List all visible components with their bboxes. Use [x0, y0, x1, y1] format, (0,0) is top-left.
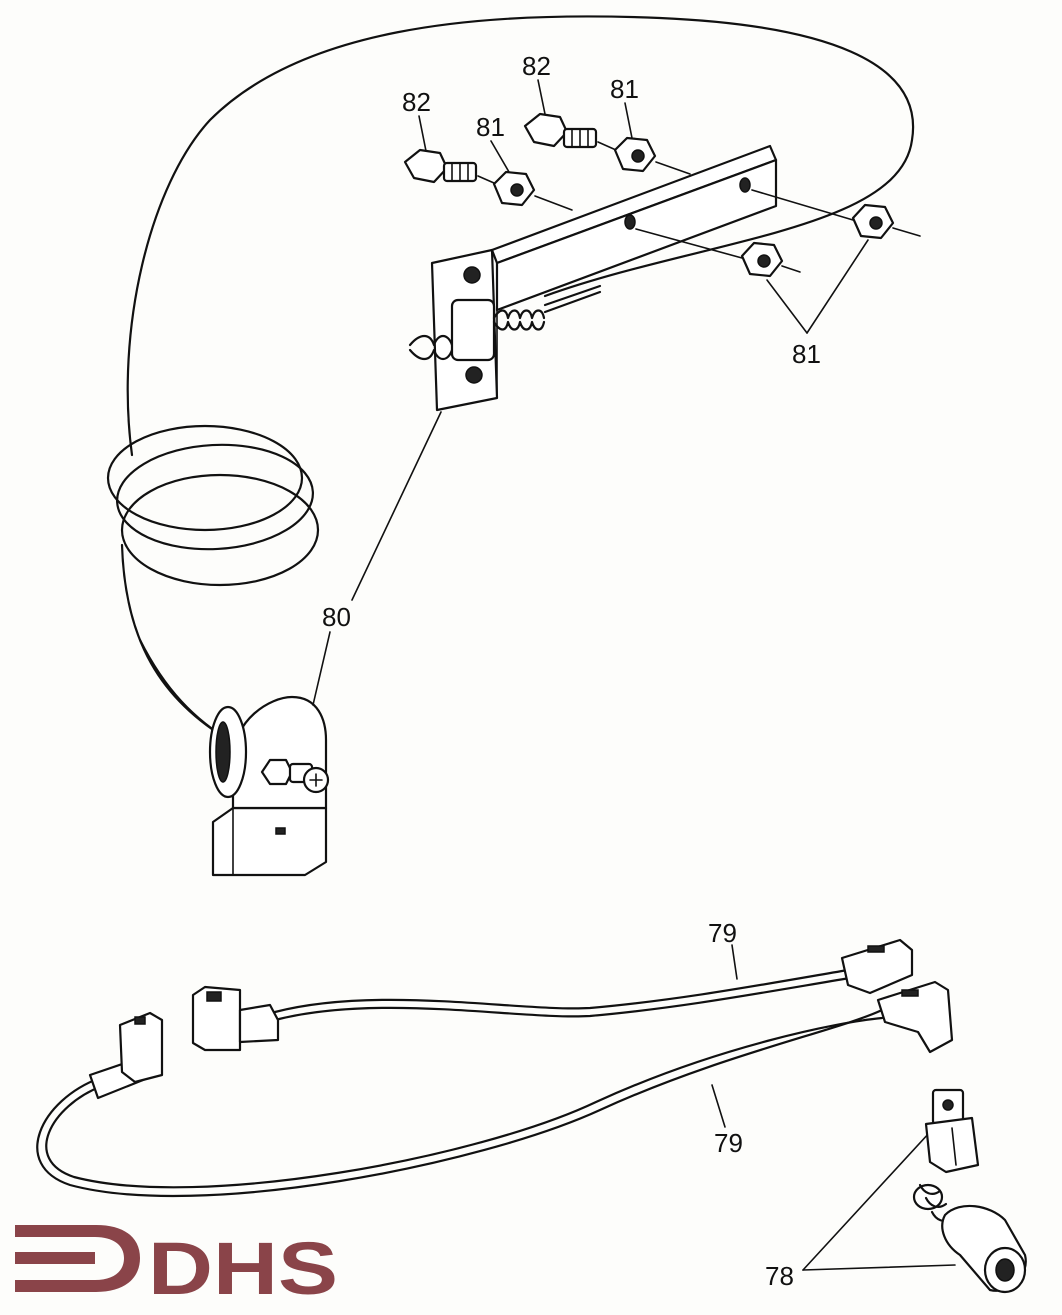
- sensor-bulb: [208, 695, 330, 877]
- connector-center: [191, 985, 280, 1052]
- connector-terminal: [924, 1088, 980, 1174]
- callout-nuts-group: 81: [792, 339, 821, 369]
- nut-lower: [635, 228, 801, 278]
- connector-right-bottom: [876, 980, 954, 1054]
- callout-bolt-right: 82: [522, 51, 551, 81]
- mounting-bracket: [408, 144, 778, 412]
- arrow-mark-icon: [15, 1225, 140, 1292]
- bolt-right: [523, 112, 598, 149]
- connector-sleeve: [912, 1183, 1027, 1294]
- bolt-left: [403, 148, 478, 184]
- wire-harness-top: [273, 968, 852, 1022]
- callout-nut-right: 81: [610, 74, 639, 104]
- logo-text: DHS: [148, 1227, 338, 1310]
- dhs-logo: DHS: [15, 1225, 338, 1310]
- callout-nut-left: 81: [476, 112, 505, 142]
- callout-harness-bottom: 79: [714, 1128, 743, 1158]
- callout-connectors: 78: [765, 1261, 794, 1291]
- callout-sensor: 80: [322, 602, 351, 632]
- callout-bolt-left: 82: [402, 87, 431, 117]
- leader-lines: [312, 79, 956, 1271]
- connector-left: [88, 1011, 164, 1100]
- nut-upper: [751, 189, 921, 240]
- nut-right: [613, 136, 691, 175]
- wire-harness-bottom: [36, 1008, 884, 1198]
- connector-right-top: [840, 938, 914, 995]
- capillary-tube: [106, 15, 915, 744]
- nut-left: [492, 170, 573, 211]
- callout-harness-top: 79: [708, 918, 737, 948]
- callout-labels: 82 82 81 81 81 80 79 79 78: [322, 51, 821, 1291]
